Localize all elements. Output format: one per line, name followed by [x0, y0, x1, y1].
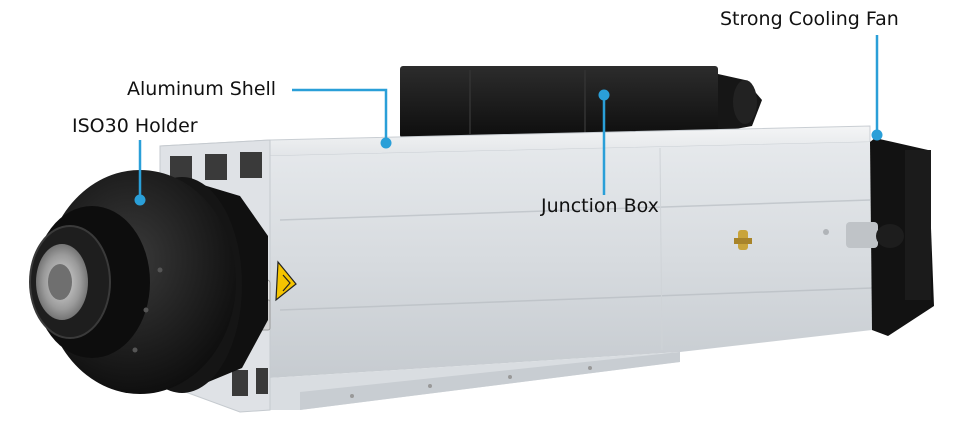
- warning-sticker: [275, 260, 297, 302]
- label-junction-box: Junction Box: [541, 195, 659, 217]
- junction-box: [400, 66, 762, 138]
- leader-dots: [134, 89, 883, 206]
- dot-aluminum-shell: [380, 137, 392, 149]
- leader-lines: [138, 35, 879, 198]
- dot-cooling-fan: [871, 129, 883, 141]
- cooling-fan: [846, 138, 934, 336]
- iso30-holder: [29, 170, 268, 394]
- label-iso30-holder: ISO30 Holder: [72, 115, 198, 137]
- label-cooling-fan: Strong Cooling Fan: [720, 8, 899, 30]
- dot-junction-box: [598, 89, 610, 101]
- leader-aluminum-shell: [292, 88, 388, 143]
- dot-iso30-holder: [134, 194, 146, 206]
- label-aluminum-shell: Aluminum Shell: [127, 78, 277, 100]
